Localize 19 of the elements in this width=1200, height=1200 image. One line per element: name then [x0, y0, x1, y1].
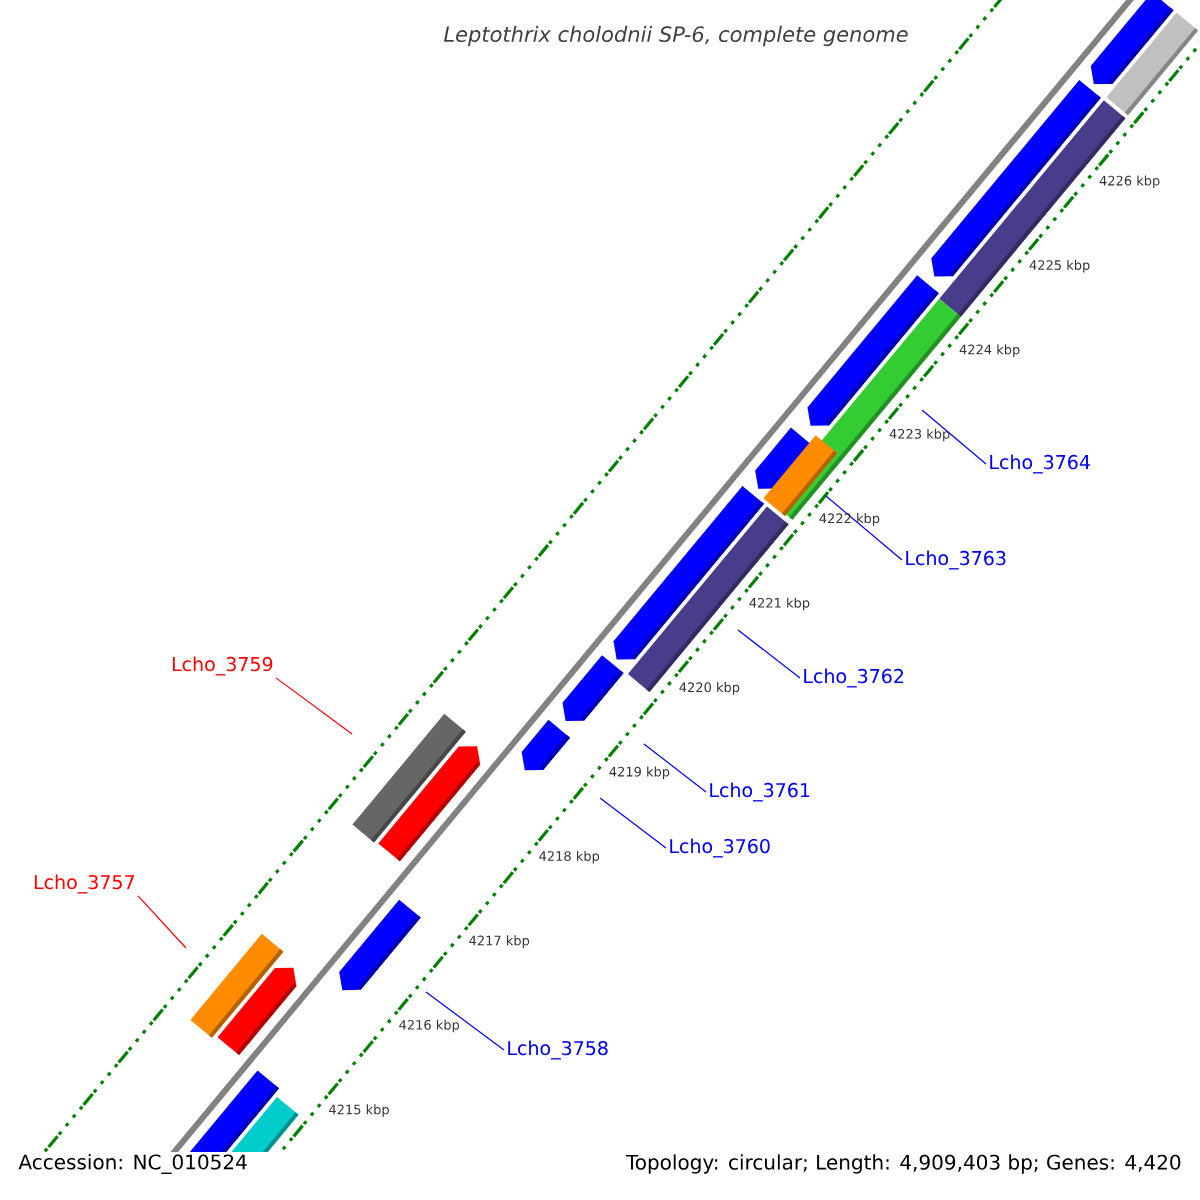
gene-label: Lcho_3762	[804, 668, 904, 688]
leader-line	[425, 991, 505, 1051]
gene-label: Lcho_3760	[670, 838, 770, 858]
gene-label: Lcho_3761	[710, 782, 810, 802]
gene-label: Lcho_3764	[990, 454, 1090, 474]
leader-line	[825, 495, 903, 561]
title: Leptothrix cholodnii SP-6, complete genome	[443, 25, 908, 47]
gene-label: Lcho_3758	[508, 1040, 608, 1060]
gene-label: Lcho_3757	[34, 874, 134, 894]
leader-line	[275, 677, 353, 735]
accession-label: Accession: NC_010524	[18, 1154, 247, 1174]
leader-line	[137, 895, 187, 949]
leader-line	[737, 629, 801, 679]
leader-line	[921, 409, 987, 465]
leader-line	[599, 797, 667, 849]
gene-label: Lcho_3763	[906, 550, 1006, 570]
topology-label: Topology: circular; Length: 4,909,403 bp; Genes: 4,420	[625, 1154, 1181, 1174]
gene-label: Lcho_3759	[172, 656, 273, 676]
leader-line	[643, 743, 707, 793]
